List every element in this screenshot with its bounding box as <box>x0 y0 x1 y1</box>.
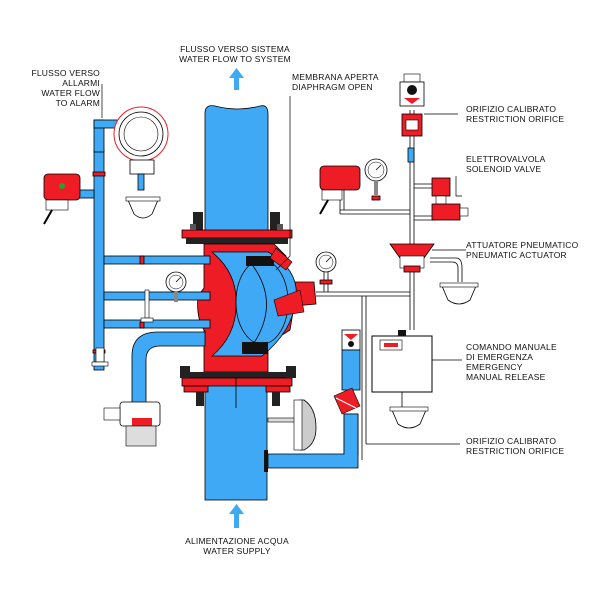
label-water-flow-to-system: FLUSSO VERSO SISTEMA WATER FLOW TO SYSTE… <box>170 44 300 64</box>
label-emergency-manual-release-it-1: COMANDO MANUALE <box>466 342 557 352</box>
upper-flange <box>181 212 293 244</box>
label-diaphragm-open-en: DIAPHRAGM OPEN <box>292 82 373 92</box>
emergency-manual-release-box <box>371 330 433 408</box>
label-water-flow-to-alarm-en-2: TO ALARM <box>55 98 100 108</box>
chamber-pressure-gauge-icon <box>315 251 337 285</box>
label-pneumatic-actuator-en: PNEUMATIC ACTUATOR <box>466 250 567 260</box>
label-water-flow-to-system-en: WATER FLOW TO SYSTEM <box>179 54 291 64</box>
drain-cup-bottom-right-icon <box>389 406 429 429</box>
drain-cup-right-icon <box>439 282 479 305</box>
label-diaphragm-open-it: MEMBRANA APERTA <box>292 72 379 82</box>
label-water-flow-to-alarm: FLUSSO VERSO ALLARMI WATER FLOW TO ALARM <box>0 68 100 108</box>
lower-flange <box>180 366 296 408</box>
label-restriction-orifice-top: ORIFIZIO CALIBRATO RESTRICTION ORIFICE <box>466 104 564 124</box>
label-water-supply-en: WATER SUPPLY <box>203 546 271 556</box>
label-pneumatic-actuator-it: ATTUATORE PNEUMATICO <box>466 240 579 250</box>
label-emergency-manual-release: COMANDO MANUALE DI EMERGENZA EMERGENCY M… <box>466 342 557 382</box>
label-restriction-orifice-bottom-it: ORIFIZIO CALIBRATO <box>466 436 557 446</box>
label-water-supply: ALIMENTAZIONE ACQUA WATER SUPPLY <box>170 536 304 556</box>
label-emergency-manual-release-en-1: EMERGENCY <box>466 362 523 372</box>
label-solenoid-valve: ELETTROVALVOLA SOLENOID VALVE <box>466 154 545 174</box>
label-restriction-orifice-bottom: ORIFIZIO CALIBRATO RESTRICTION ORIFICE <box>466 436 564 456</box>
priming-supply-pipe <box>264 413 359 472</box>
water-motor-gong-icon <box>113 106 169 191</box>
main-drain-pipe <box>131 330 206 411</box>
restriction-orifice-top-icon <box>399 73 425 163</box>
solenoid-valve-icon <box>431 177 469 221</box>
label-water-flow-to-alarm-it-2: ALLARMI <box>62 78 100 88</box>
label-solenoid-valve-it: ELETTROVALVOLA <box>466 154 546 164</box>
label-pneumatic-actuator: ATTUATORE PNEUMATICO PNEUMATIC ACTUATOR <box>466 240 578 260</box>
supply-pressure-gauge-icon <box>165 271 187 302</box>
valve-body <box>197 243 317 373</box>
priming-pressure-gauge-icon <box>364 158 388 201</box>
priming-line-piping <box>316 110 463 460</box>
supply-arrow-up-icon <box>229 504 244 528</box>
label-restriction-orifice-top-it: ORIFIZIO CALIBRATO <box>466 104 557 114</box>
label-emergency-manual-release-it-2: DI EMERGENZA <box>466 352 534 362</box>
label-restriction-orifice-bottom-en: RESTRICTION ORIFICE <box>466 446 565 456</box>
alarm-drain-valve-icon <box>91 347 109 367</box>
label-emergency-manual-release-en-2: MANUAL RELEASE <box>466 372 546 382</box>
label-diaphragm-open: MEMBRANA APERTA DIAPHRAGM OPEN <box>292 72 379 92</box>
leader-lines <box>101 84 466 445</box>
label-solenoid-valve-en: SOLENOID VALVE <box>466 164 542 174</box>
pneumatic-actuator-icon <box>389 243 435 273</box>
label-water-flow-to-alarm-en-1: WATER FLOW <box>41 88 100 98</box>
label-water-flow-to-alarm-it-1: FLUSSO VERSO <box>31 68 100 78</box>
label-restriction-orifice-top-en: RESTRICTION ORIFICE <box>466 114 565 124</box>
drain-cup-left-icon <box>125 196 161 219</box>
alarm-pressure-switch-icon <box>43 173 81 225</box>
flow-arrow-up-icon <box>229 68 244 90</box>
main-drain-valve-icon <box>103 401 161 447</box>
main-control-valve-icon <box>267 399 317 451</box>
label-water-flow-to-system-it: FLUSSO VERSO SISTEMA <box>180 44 290 54</box>
system-pressure-switch-icon <box>319 165 361 215</box>
alarm-test-valve-icon <box>140 289 154 323</box>
label-water-supply-it: ALIMENTAZIONE ACQUA <box>185 536 289 546</box>
